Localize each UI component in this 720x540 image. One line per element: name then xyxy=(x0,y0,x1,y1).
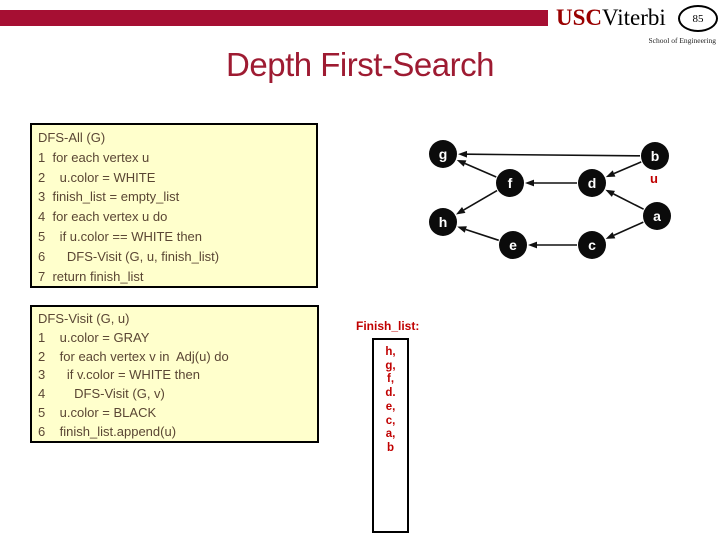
logo-wordmark: USCViterbi xyxy=(556,6,720,30)
graph-edge-f-g xyxy=(464,162,497,178)
code-line: 2 u.color = WHITE xyxy=(38,169,156,185)
code-line: 3 finish_list = empty_list xyxy=(38,189,180,205)
graph-current-vertex-annotation: u xyxy=(650,171,658,186)
code-line: 5 u.color = BLACK xyxy=(38,404,157,420)
finish-list-item: c, xyxy=(385,414,396,427)
graph-node-g xyxy=(429,140,457,168)
code-line: 6 DFS-Visit (G, u, finish_list) xyxy=(38,248,220,264)
graph-node-label-c: c xyxy=(588,237,596,253)
code-line: DFS-Visit (G, u) xyxy=(38,311,130,326)
finish-list-item: a, xyxy=(385,428,396,441)
graph-node-label-f: f xyxy=(508,175,513,191)
finish-list-item: d. xyxy=(385,387,396,400)
code-line: 1 for each vertex u xyxy=(38,149,150,165)
graph-node-a xyxy=(643,202,671,230)
logo-viterbi-text: Viterbi xyxy=(602,5,666,30)
code-line: 1 u.color = GRAY xyxy=(38,329,150,345)
graph-node-label-h: h xyxy=(439,214,448,230)
graph-node-h xyxy=(429,208,457,236)
finish-list-box: h, g, f, d. e, c, a, b xyxy=(372,338,409,533)
page-title: Depth First-Search xyxy=(226,46,494,83)
header-accent-bar xyxy=(0,10,548,26)
graph-node-label-g: g xyxy=(439,146,448,162)
graph-arrowhead-f-g xyxy=(456,159,467,167)
finish-list-item: g, xyxy=(385,359,396,372)
finish-list-item: b xyxy=(386,441,395,454)
graph-arrowhead-c-e xyxy=(528,241,537,249)
graph-arrowhead-b-g xyxy=(457,150,468,158)
graph-edge-a-c xyxy=(613,221,644,236)
graph-arrowhead-a-d xyxy=(605,189,615,197)
graph-node-c xyxy=(578,231,606,259)
page-number: 85 xyxy=(692,12,704,25)
usc-viterbi-logo: USCViterbi School of Engineering xyxy=(556,6,720,46)
code-line: 6 finish_list.append(u) xyxy=(38,423,177,439)
logo-school-text: School of Engineering xyxy=(648,36,717,45)
graph-edge-e-h xyxy=(465,228,499,242)
graph-edge-a-d xyxy=(613,193,644,210)
graph-node-label-e: e xyxy=(509,237,517,253)
graph-node-e xyxy=(499,231,527,259)
page-number-badge: 85 xyxy=(678,5,718,32)
graph-edge-f-h xyxy=(463,189,498,211)
finish-list-label: Finish_list: xyxy=(356,319,420,333)
finish-list-item: e, xyxy=(385,400,396,413)
graph-node-b xyxy=(641,142,669,170)
code-line: DFS-All (G) xyxy=(38,130,106,145)
dfs-graph-diagram: g b f d h a e c u xyxy=(429,140,671,259)
graph-node-label-d: d xyxy=(588,175,597,191)
code-line: 5 if u.color == WHITE then xyxy=(38,228,203,244)
code-line: 4 DFS-Visit (G, v) xyxy=(38,386,165,402)
finish-list-item: f, xyxy=(386,373,395,386)
graph-node-f xyxy=(496,169,524,197)
dfs-visit-pseudocode-box: DFS-Visit (G, u) 1 u.color = GRAY 2 for … xyxy=(30,305,319,443)
code-line: 4 for each vertex u do xyxy=(38,209,168,225)
graph-node-label-b: b xyxy=(651,148,660,164)
finish-list-item: h, xyxy=(385,346,396,358)
code-line: 2 for each vertex v in Adj(u) do xyxy=(38,348,229,364)
graph-edge-b-d xyxy=(613,161,642,175)
graph-node-d xyxy=(578,169,606,197)
graph-edge-b-g xyxy=(466,153,641,157)
graph-arrowhead-f-h xyxy=(455,206,466,215)
graph-arrowhead-d-f xyxy=(525,179,534,187)
dfs-all-pseudocode-box: DFS-All (G) 1 for each vertex u 2 u.colo… xyxy=(30,123,318,288)
code-line: 7 return finish_list xyxy=(38,268,144,284)
code-line: 3 if v.color = WHITE then xyxy=(38,367,200,383)
logo-usc-text: USC xyxy=(556,5,603,30)
graph-arrowhead-a-c xyxy=(605,232,616,239)
graph-arrowhead-b-d xyxy=(605,170,616,178)
graph-node-label-a: a xyxy=(653,208,661,224)
graph-arrowhead-e-h xyxy=(457,226,467,233)
